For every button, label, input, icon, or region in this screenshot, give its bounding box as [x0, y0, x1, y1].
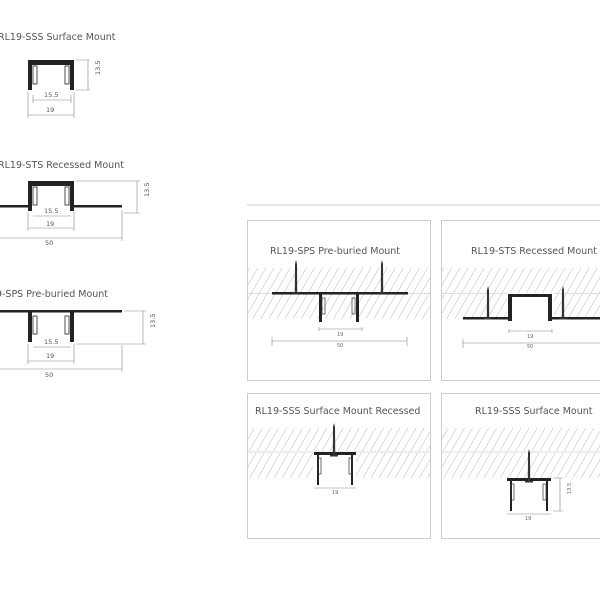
diagram-title: RL19-SPS Pre-buried Mount: [0, 289, 108, 300]
width-dim: 19: [332, 490, 338, 496]
diagram-title: RL19-STS Recessed Mount: [0, 160, 124, 171]
width-dim: 19: [525, 516, 531, 522]
width-dim: 19: [46, 106, 54, 114]
panel-title: RL19-STS Recessed Mount: [471, 246, 597, 257]
flange-left: [0, 205, 30, 208]
total-width-dim: 50: [527, 344, 533, 350]
total-width-dim: 50: [337, 343, 343, 349]
panel-title: RL19-SSS Surface Mount Recessed: [255, 406, 420, 417]
width-dim: 19: [337, 332, 343, 338]
diagram-title: RL19-SSS Surface Mount: [0, 32, 116, 43]
height-dim: 13.5: [94, 61, 102, 75]
width-dim: 19: [527, 334, 533, 340]
inner-width-dim: 15.5: [44, 91, 58, 99]
total-width-dim: 50: [45, 371, 53, 379]
inner-width-dim: 15.5: [44, 338, 58, 346]
panel-sss-surface-recessed: RL19-SSS Surface Mount Recessed 19: [247, 393, 431, 539]
flange-right: [72, 205, 122, 208]
diagram-sss-surface: RL19-SSS Surface Mount 13.5 15.5 19: [0, 32, 116, 118]
width-dim: 19: [46, 220, 54, 228]
height-dim: 13.5: [149, 314, 157, 328]
panel-sts-recessed: RL19-STS Recessed Mount 19 50: [441, 220, 600, 381]
diagram-sts-recessed: RL19-STS Recessed Mount 13.5 15.5 19 50: [0, 160, 151, 247]
panel-sss-surface: RL19-SSS Surface Mount 13.5 19: [441, 393, 600, 539]
panel-title: RL19-SSS Surface Mount: [475, 406, 593, 417]
height-dim: 13.5: [143, 183, 151, 197]
panel-sps-preburied: RL19-SPS Pre-buried Mount 19 50: [247, 220, 431, 381]
top-plate: [0, 310, 122, 313]
diagram-sps-preburied: RL19-SPS Pre-buried Mount 13.5 15.5 19 5…: [0, 289, 157, 379]
total-width-dim: 50: [45, 239, 53, 247]
height-dim: 13.5: [567, 483, 573, 494]
panel-title: RL19-SPS Pre-buried Mount: [270, 246, 400, 257]
width-dim: 19: [46, 352, 54, 360]
profile-channel: [27, 59, 75, 91]
inner-width-dim: 15.5: [44, 207, 58, 215]
